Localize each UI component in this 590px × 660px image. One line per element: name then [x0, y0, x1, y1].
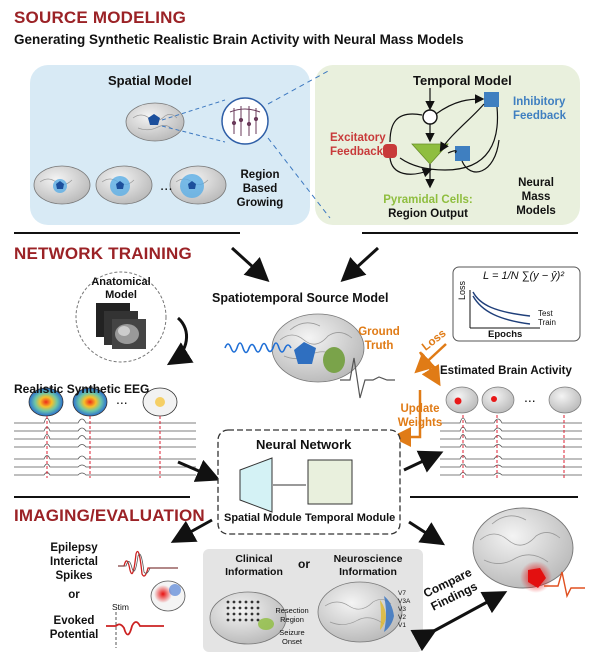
excitatory-label: Excitatory Feedback [330, 132, 386, 158]
spatiotemporal-brain [271, 313, 365, 383]
zoom-line [161, 125, 226, 143]
spatiotemporal-title: Spatiotemporal Source Model [212, 291, 389, 305]
loss-arrow [418, 351, 441, 387]
eeg-traces-right [440, 417, 582, 476]
neural-network-box [217, 429, 401, 535]
inhibitory-label: Inhibitory Feedback [513, 96, 567, 122]
signal-trace-gray [340, 357, 395, 399]
page-subtitle: Generating Synthetic Realistic Brain Act… [14, 32, 464, 47]
ellipsis-text: ... [160, 177, 173, 194]
region-growing-label: Region Based Growing [236, 169, 284, 209]
brain-icon-large [125, 102, 185, 142]
brain-icon-small-1 [33, 165, 91, 205]
arrow-icon [230, 246, 270, 283]
arrow-icon [166, 316, 194, 366]
neural-mass-label: Neural Mass Models [516, 177, 556, 217]
spatial-model-title: Spatial Model [108, 73, 192, 88]
pyramidal-label: Pyramidal Cells: Region Output [383, 194, 473, 220]
loss-formula: L = 1/N ∑(y − ŷ)² [483, 270, 564, 282]
signal-trace-blue [224, 342, 292, 354]
epilepsy-label: Epilepsy Interictal Spikes [50, 542, 98, 582]
or-label: or [68, 589, 80, 601]
temporal-model-title: Temporal Model [413, 73, 512, 88]
ellipsis-text: ... [116, 391, 128, 407]
seizure-label: Seizure Onset [279, 628, 305, 646]
arrow-icon [403, 450, 444, 473]
arrow-icon [170, 518, 213, 543]
clinical-label: Clinical Information [225, 553, 283, 578]
arrow-icon [177, 459, 221, 482]
spike-trace [118, 553, 178, 574]
neural-network-title: Neural Network [256, 437, 352, 452]
eeg-traces-left [14, 417, 196, 476]
brain-icon-small-2 [95, 165, 153, 205]
anatomical-model-icon [75, 271, 167, 363]
neuron-column-icon [221, 97, 269, 145]
section-title-imaging: IMAGING/EVALUATION [14, 506, 205, 525]
evoked-trace [106, 621, 164, 636]
head-topomap [150, 580, 186, 612]
ground-truth-label: Ground Truth [358, 326, 400, 352]
or-label: or [298, 557, 310, 571]
stim-label: Stim [112, 602, 129, 612]
visual-areas-label: V7 V3A V3 V2 V1 [398, 590, 411, 629]
loss-axis-y: Loss [457, 280, 467, 300]
legend-test: Test [538, 309, 553, 318]
eeg-topomaps [28, 387, 178, 417]
section-title-source-modeling: SOURCE MODELING [14, 8, 187, 27]
clinical-brain [209, 591, 287, 645]
loss-chart [452, 266, 581, 342]
evoked-label: Evoked Potential [49, 615, 99, 641]
arrow-icon [408, 520, 446, 546]
estimated-brains [445, 386, 582, 414]
resection-label: Resection Region [275, 606, 309, 624]
neuroscience-brain [317, 581, 403, 643]
update-weights-label: Update Weights [397, 403, 443, 429]
arrow-icon [340, 246, 380, 283]
result-brain [472, 507, 574, 593]
legend-train: Train [538, 318, 556, 327]
neural-mass-circuit [383, 88, 500, 189]
spatial-module-label: Spatial Module [224, 512, 302, 524]
loss-axis-x: Epochs [488, 329, 523, 340]
anatomical-model-label: Anatomical Model [91, 276, 151, 301]
temporal-module-label: Temporal Module [305, 512, 396, 524]
brain-icon-small-3 [169, 165, 227, 205]
ellipsis-text: ... [524, 389, 536, 405]
eeg-title: Realistic Synthetic EEG [14, 382, 150, 396]
neuroscience-label: Neuroscience Information [333, 553, 403, 578]
section-title-network-training: NETWORK TRAINING [14, 244, 192, 263]
panel-connector-line [267, 69, 331, 105]
compare-arrow-icon [410, 591, 508, 652]
update-weights-arrow [391, 390, 422, 447]
estimated-title: Estimated Brain Activity [440, 365, 572, 377]
panel-connector-line [267, 137, 331, 219]
result-trace [544, 571, 585, 599]
